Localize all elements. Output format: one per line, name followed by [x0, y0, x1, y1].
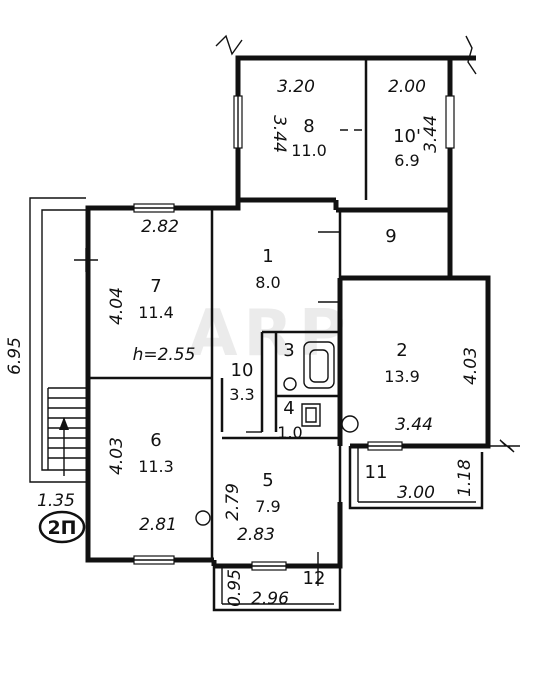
drain-icon	[341, 415, 359, 433]
dim-balcony-11-width: 3.00	[397, 483, 435, 503]
dim-balcony-11-depth: 1.18	[455, 459, 475, 497]
staircase	[29, 197, 98, 483]
dim-room-10p-depth: 3.44	[421, 115, 441, 153]
plan-tag-text: 2П	[47, 517, 76, 539]
dim-room-2-width: 3.44	[395, 415, 433, 435]
stove-icon	[195, 510, 211, 526]
dim-room-7-width: 2.82	[141, 217, 179, 237]
stair-arrow-icon	[59, 417, 69, 430]
ceiling-height-note: h=2.55	[133, 345, 196, 365]
room-10-area: 3.3	[229, 385, 254, 404]
room-7-number: 7	[150, 276, 161, 297]
room-5-number: 5	[262, 470, 273, 491]
room-1-area: 8.0	[255, 273, 280, 292]
room-9-number: 9	[385, 226, 396, 247]
windows	[133, 95, 455, 571]
exterior-walls	[85, 55, 491, 569]
room-8-area: 11.0	[291, 141, 327, 160]
dim-room-7-depth: 4.04	[107, 287, 127, 325]
room-12-number: 12	[303, 568, 326, 589]
room-2-number: 2	[396, 340, 407, 361]
bathtub-icon	[303, 341, 335, 389]
room-1-number: 1	[262, 246, 273, 267]
dim-stair-width: 1.35	[37, 491, 75, 511]
dim-room-6-width: 2.81	[139, 515, 177, 535]
dim-balcony-12-depth: 0.95	[225, 569, 245, 607]
room-3-number: 3	[283, 340, 294, 361]
room-10p-number: 10'	[393, 126, 421, 147]
room-8-number: 8	[303, 116, 314, 137]
dim-room-5-depth: 2.79	[223, 483, 243, 521]
sink-icon	[283, 377, 297, 391]
room-6-number: 6	[150, 430, 161, 451]
dim-room-6-depth: 4.03	[107, 437, 127, 475]
dim-room-8-depth: 3.44	[269, 115, 289, 153]
room-10-number: 10	[231, 360, 254, 381]
room-5-area: 7.9	[255, 497, 280, 516]
toilet-icon	[301, 403, 321, 427]
room-labels: 8 11.0 10' 6.9 9 1 8.0 7 11.4 2 13.9 3 1…	[138, 116, 421, 589]
room-4-area: 1.0	[277, 423, 302, 442]
room-4-number: 4	[283, 398, 294, 419]
plan-tag: 2П	[38, 510, 86, 544]
break-lines	[215, 34, 520, 453]
zone-separators	[246, 129, 364, 433]
room-11-number: 11	[365, 462, 388, 483]
room-10p-area: 6.9	[394, 151, 419, 170]
room-2-area: 13.9	[384, 367, 420, 386]
room-7-area: 11.4	[138, 303, 174, 322]
watermark-text: ARP	[188, 297, 352, 371]
dim-room-2-depth: 4.03	[461, 347, 481, 385]
interior-walls	[88, 58, 368, 560]
dim-room-10p-width: 2.00	[388, 77, 426, 97]
dim-stair-length: 6.95	[5, 337, 25, 375]
dim-room-5-width: 2.83	[237, 525, 275, 545]
dimension-labels: 3.20 2.00 3.44 3.44 2.82 4.04 4.03 3.44 …	[5, 77, 481, 609]
dim-balcony-12-width: 2.96	[251, 589, 289, 609]
balcony-12	[212, 552, 342, 612]
sanitary-fixtures	[195, 341, 359, 526]
room-6-area: 11.3	[138, 457, 174, 476]
dim-room-8-width: 3.20	[277, 77, 315, 97]
balcony-11	[348, 446, 484, 510]
